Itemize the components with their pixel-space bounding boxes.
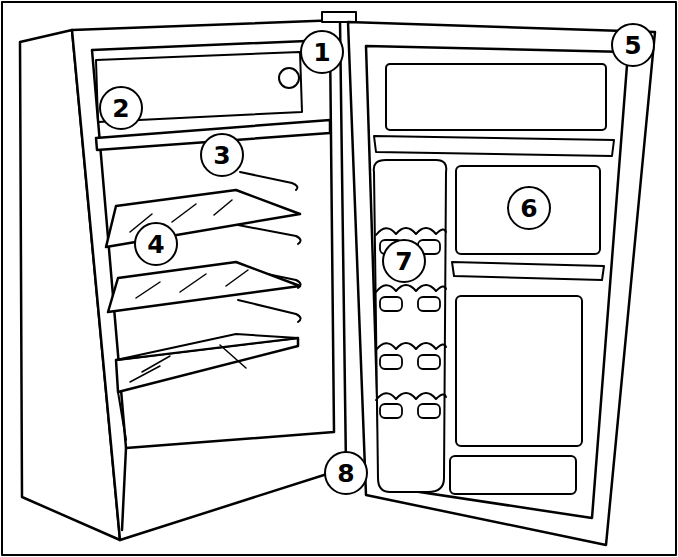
thermostat-knob — [279, 68, 299, 88]
callout-number: 1 — [313, 40, 330, 65]
cabinet-opening — [92, 40, 334, 448]
cabinet-edge — [122, 448, 126, 530]
callout-number: 2 — [112, 96, 129, 121]
shelf-rail — [240, 172, 297, 190]
door — [348, 22, 655, 545]
can — [418, 404, 440, 418]
glass-hatch — [214, 200, 232, 215]
glass-hatch — [172, 204, 196, 222]
hinge — [322, 12, 356, 22]
can-holder — [376, 343, 446, 350]
can — [380, 297, 402, 311]
shelf-rail — [238, 225, 301, 244]
bottom-bin — [450, 456, 576, 494]
can — [418, 355, 440, 369]
can — [380, 404, 402, 418]
can — [418, 297, 440, 311]
crisper-top — [116, 334, 298, 360]
glass-hatch — [180, 274, 206, 292]
callout-circle: 4 — [134, 222, 178, 266]
glass-hatch — [142, 356, 170, 372]
callout-number: 5 — [624, 33, 641, 58]
crisper-front — [118, 392, 126, 440]
can-holder — [376, 285, 446, 292]
freezer-door — [386, 64, 606, 130]
can-holder — [376, 393, 446, 400]
door-bin — [456, 166, 600, 254]
glass-shelf — [108, 262, 300, 312]
shelf-rail — [238, 300, 301, 322]
door-liner — [366, 46, 628, 518]
crisper-divider — [220, 345, 246, 368]
glass-hatch — [136, 282, 160, 298]
callout-circle: 6 — [507, 186, 551, 230]
callout-circle: 1 — [300, 30, 344, 74]
callout-number: 7 — [395, 249, 412, 274]
callout-circle: 5 — [611, 23, 655, 67]
callout-number: 4 — [147, 232, 164, 257]
callout-circle: 3 — [200, 133, 244, 177]
callout-number: 3 — [213, 143, 230, 168]
glass-hatch — [130, 366, 160, 382]
callout-number: 6 — [520, 196, 537, 221]
door-panel — [456, 296, 582, 446]
callout-number: 8 — [337, 461, 354, 486]
cabinet-front — [72, 20, 346, 540]
callout-circle: 7 — [382, 239, 426, 283]
can — [380, 355, 402, 369]
callout-circle: 2 — [99, 86, 143, 130]
can-holder — [376, 228, 446, 235]
bin-rail — [452, 262, 604, 280]
callout-circle: 8 — [324, 451, 368, 495]
glass-hatch — [226, 270, 248, 286]
can-dispenser — [374, 160, 447, 492]
door-rail — [374, 136, 614, 156]
